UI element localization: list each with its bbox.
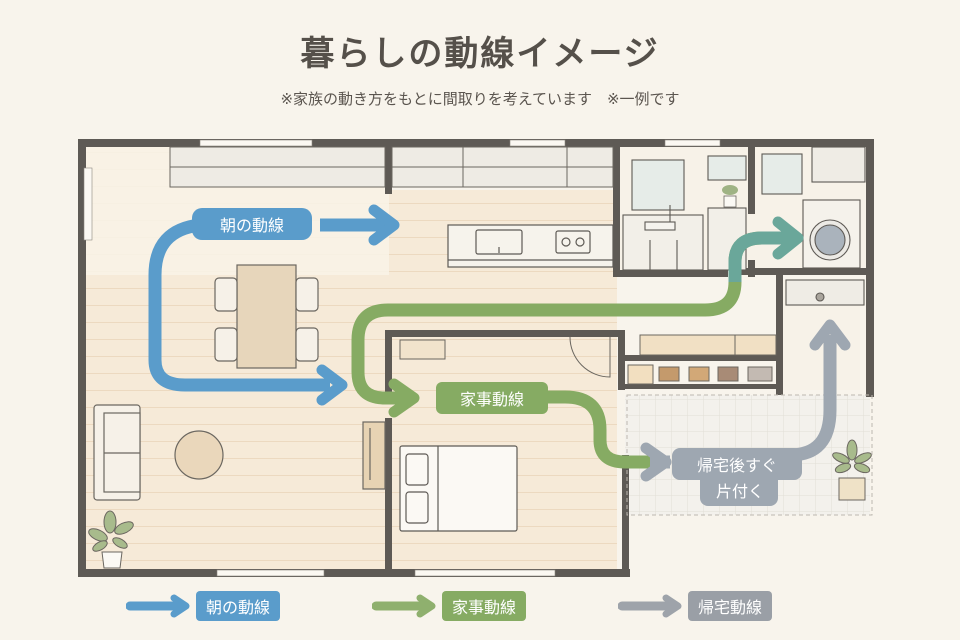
small-plant-icon — [722, 185, 738, 208]
stove-icon — [555, 230, 591, 254]
return-label-line1: 帰宅後すぐ — [697, 456, 777, 475]
legend-item-morning: 朝の動線 — [126, 590, 281, 622]
walls — [78, 139, 874, 577]
round-table — [174, 430, 224, 480]
bedroom-shelf — [399, 339, 446, 360]
morning-flow-path: 朝の動線 — [148, 204, 400, 406]
arrow-head-icon — [772, 216, 804, 260]
entrance-border — [626, 394, 873, 516]
morning-label: 朝の動線 — [220, 216, 284, 235]
living-furniture — [93, 404, 386, 501]
mirror — [631, 159, 685, 211]
legend-item-housework: 家事動線 — [372, 590, 527, 622]
washing-machine — [761, 146, 866, 306]
arrow-head-icon — [640, 442, 672, 482]
arrow-icon — [372, 594, 436, 618]
arrow-head-icon — [316, 364, 348, 406]
legend-label: 朝の動線 — [196, 591, 281, 621]
door-swing — [569, 336, 611, 378]
tv-stand — [362, 421, 386, 490]
housework-flow-path: 家事動線 — [351, 216, 804, 469]
entrance-plant-icon — [832, 439, 872, 501]
bed — [399, 445, 518, 532]
page-title: 暮らしの動線イメージ — [300, 34, 660, 74]
housework-label: 家事動線 — [460, 390, 524, 409]
housework-label-bg — [436, 382, 548, 414]
page-subtitle: ※家族の動き方をもとに間取りを考えています ※一例です — [280, 90, 680, 108]
arrow-icon — [126, 594, 190, 618]
dining-table — [214, 264, 319, 369]
return-label-line2: 片付く — [716, 482, 764, 501]
plant-icon — [88, 510, 134, 569]
legend-item-return: 帰宅動線 — [618, 590, 773, 622]
storage-cabinets — [169, 146, 614, 188]
arrow-head-icon — [809, 319, 851, 351]
arrow-icon — [618, 594, 682, 618]
sink-icon — [475, 229, 523, 255]
shoe-storage — [627, 334, 777, 385]
basin — [644, 221, 676, 231]
legend-label: 帰宅動線 — [688, 591, 773, 621]
kitchen-counter — [447, 224, 614, 268]
windows — [83, 139, 721, 577]
return-flow-path: 帰宅後すぐ 片付く — [640, 319, 851, 506]
legend-label: 家事動線 — [442, 591, 527, 621]
morning-label-bg — [192, 208, 312, 240]
arrow-head-icon — [388, 378, 420, 418]
arrow-head-icon — [368, 204, 400, 246]
